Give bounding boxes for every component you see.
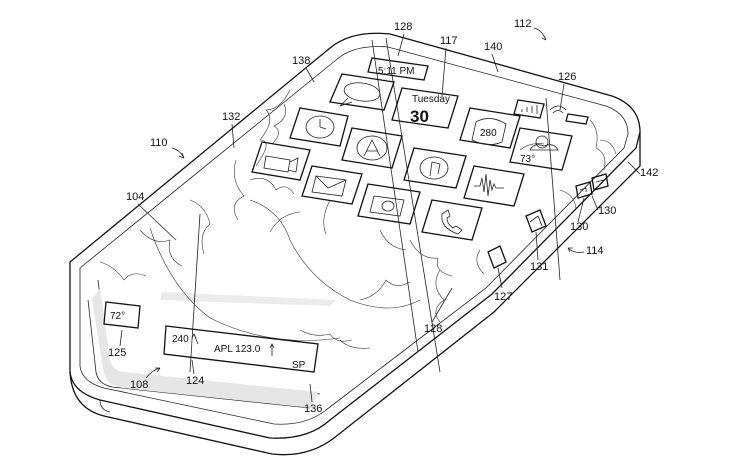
- side-button-icon: [591, 173, 609, 191]
- ref-136: 136: [304, 403, 322, 415]
- edge-ticker-num: 240: [172, 334, 189, 345]
- ref-124: 124: [186, 375, 204, 387]
- reference-numerals: 128 112 117 140 138 126 110 132 142 104 …: [108, 18, 658, 415]
- edge-sp: SP: [292, 360, 306, 371]
- ref-104: 104: [126, 191, 144, 203]
- ref-142: 142: [640, 167, 658, 179]
- edge-ticker: APL 123.0: [214, 344, 261, 355]
- edge-control-131: [525, 209, 547, 233]
- calendar-day: Tuesday: [412, 94, 450, 105]
- music-note-icon: [403, 147, 467, 189]
- ref-125: 125: [108, 347, 126, 359]
- clock-icon: [289, 107, 349, 147]
- edge-control-127: [487, 245, 507, 269]
- status-time: 5:11 PM: [378, 66, 415, 77]
- weather-icon: 73°: [509, 127, 573, 171]
- ref-128-bottom: 128: [424, 323, 442, 335]
- ref-114: 114: [586, 245, 604, 257]
- edge-strip-ticker-box: 240 APL 123.0 SP: [163, 325, 319, 373]
- glass-glare-hatching: [99, 89, 617, 349]
- ref-112: 112: [514, 18, 532, 30]
- message-bubble-icon: [329, 73, 395, 111]
- ref-127: 127: [494, 291, 512, 303]
- video-camera-icon: [251, 141, 311, 181]
- wifi-icon: [549, 105, 567, 114]
- maps-highway-icon: 280: [459, 107, 521, 149]
- ref-131: 131: [530, 261, 548, 273]
- edge-strip-temp-box: 72°: [103, 301, 141, 329]
- ref-140: 140: [484, 41, 502, 53]
- signal-bars-icon: [513, 99, 545, 119]
- ref-132: 132: [222, 111, 240, 123]
- app-store-icon: [341, 127, 403, 169]
- highway-number: 280: [480, 128, 497, 139]
- calendar-date: 30: [410, 107, 429, 126]
- phone-icon: [421, 199, 483, 241]
- battery-icon: [565, 113, 589, 125]
- ref-130a: 130: [598, 205, 616, 217]
- mail-envelope-icon: [301, 165, 363, 205]
- weather-temp: 73°: [520, 154, 535, 165]
- ref-128-top: 128: [394, 21, 412, 33]
- edge-display-stipple: [92, 288, 336, 408]
- ref-130b: 130: [570, 221, 588, 233]
- voice-memo-waveform-icon: [463, 165, 525, 207]
- edge-temp: 72°: [110, 311, 125, 322]
- ref-138: 138: [292, 55, 310, 67]
- volume-button-icon: [575, 181, 593, 199]
- ref-108: 108: [130, 379, 148, 391]
- status-time-box: 5:11 PM: [367, 57, 429, 81]
- camera-icon: [357, 183, 421, 225]
- calendar-icon: Tuesday 30: [391, 87, 459, 129]
- ref-110: 110: [150, 137, 168, 149]
- ref-117: 117: [440, 35, 458, 47]
- ref-126: 126: [558, 71, 576, 83]
